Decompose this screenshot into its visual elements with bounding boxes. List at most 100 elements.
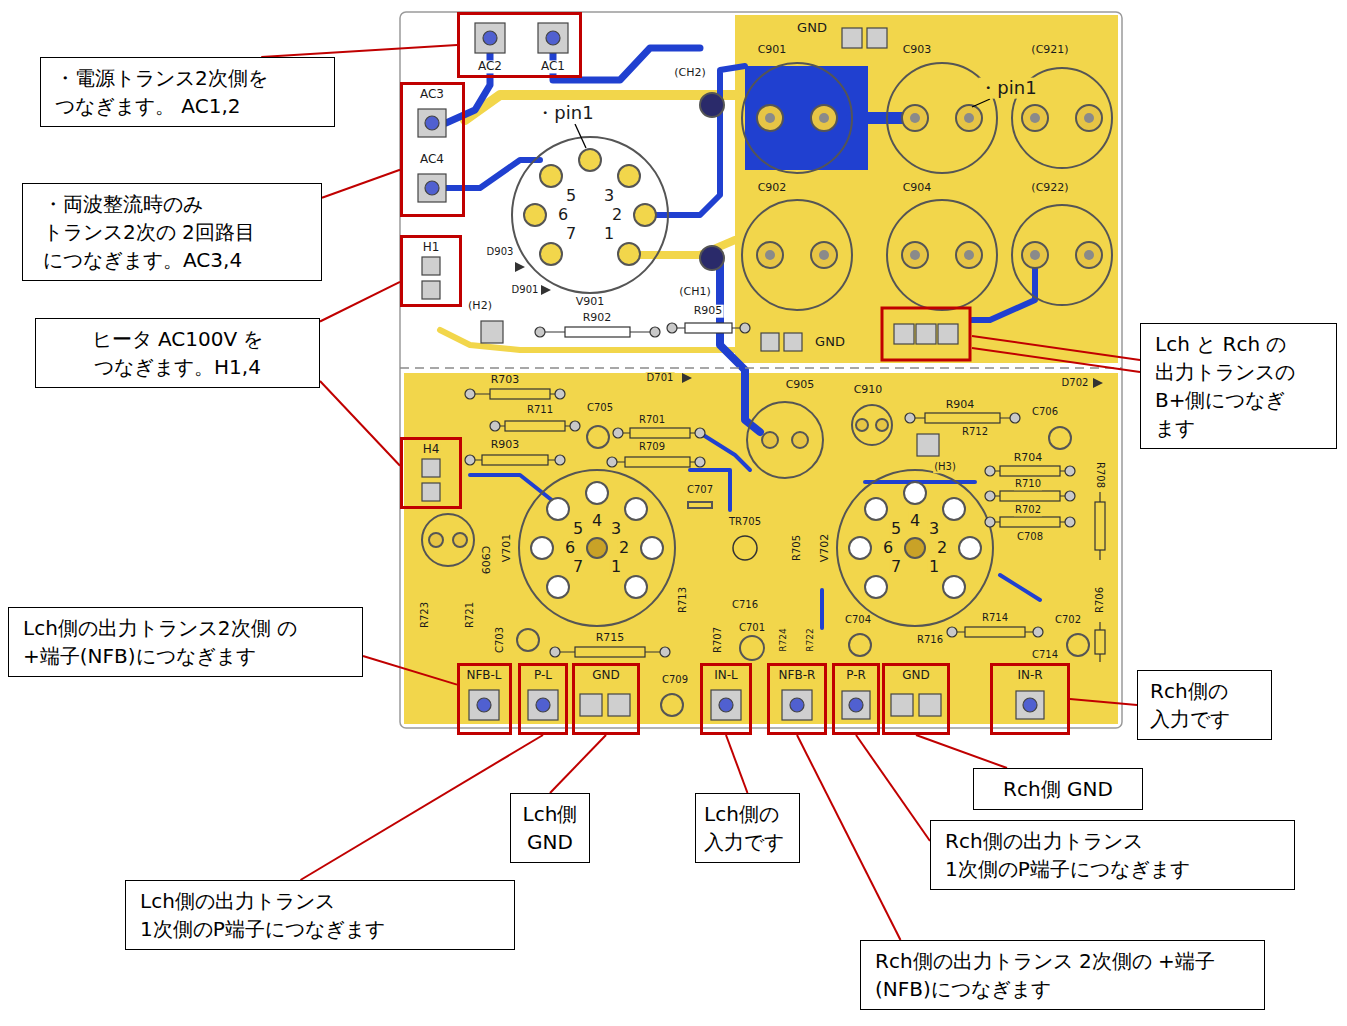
tube-socket	[959, 537, 981, 559]
terminal-pad	[711, 690, 741, 720]
capacitor-symbol	[587, 426, 609, 448]
leader-line	[1070, 699, 1137, 705]
leader-line	[301, 735, 544, 880]
resistor-symbol	[660, 647, 670, 657]
terminal-outline: GND	[572, 663, 640, 735]
resistor-symbol	[1000, 466, 1060, 476]
silkscreen-label: 5	[890, 520, 902, 538]
silkscreen-label: (CH1)	[678, 286, 712, 299]
terminal-pad	[608, 694, 630, 716]
callout-box: Rch側 GND	[973, 768, 1143, 810]
terminal-pad	[422, 257, 440, 275]
terminal-pad	[790, 698, 804, 712]
diode-symbol	[515, 262, 1103, 388]
tube-socket	[625, 576, 647, 598]
terminal-pad	[422, 281, 440, 299]
capacitor-symbol	[811, 242, 837, 268]
resistor-symbol	[465, 455, 475, 465]
silkscreen-label: R711	[526, 404, 554, 416]
silkscreen-label: ・pin1	[535, 103, 594, 124]
capacitor-symbol	[852, 405, 892, 445]
capacitor-symbol	[849, 634, 871, 656]
resistor-symbol	[1000, 491, 1060, 501]
capacitor-symbol	[1012, 205, 1112, 305]
terminal-pad	[481, 321, 503, 343]
silkscreen-label: 3	[928, 520, 940, 538]
resistor-symbol	[505, 421, 565, 431]
terminal-pad	[894, 324, 914, 344]
silkscreen-label: R721	[464, 601, 476, 629]
silkscreen-label: C701	[738, 622, 766, 634]
terminal-pad	[1016, 691, 1044, 719]
silkscreen-label: C910	[853, 384, 884, 397]
terminal-pad	[418, 109, 446, 137]
callout-box: ・電源トランス2次側を つなぎます。 AC1,2	[40, 57, 335, 127]
terminal-outline: IN-R	[990, 663, 1070, 735]
silkscreen-label: 2	[611, 206, 623, 224]
leader-line	[797, 735, 901, 940]
diode-symbol	[1093, 378, 1103, 388]
silkscreen-label: D701	[646, 372, 675, 384]
resistor-symbol	[1000, 517, 1060, 527]
silkscreen-label: C704	[844, 614, 872, 626]
terminal-label: NFB-L	[465, 669, 502, 682]
silkscreen-label: (C921)	[1030, 44, 1069, 57]
tube-socket	[512, 137, 668, 293]
terminal-pad	[469, 690, 499, 720]
capacitor-symbol	[517, 629, 539, 651]
terminal-pad	[867, 28, 887, 48]
callout-box: ヒータ AC100V を つなぎます。H1,4	[35, 318, 320, 388]
tube-socket	[641, 537, 663, 559]
resistor-symbol	[905, 413, 915, 423]
leader-line	[261, 45, 457, 57]
callout-box: Lch側の 入力です	[695, 793, 800, 863]
callout-text: Lch側 GND	[517, 800, 583, 856]
silkscreen-label: C901	[757, 44, 788, 57]
tube-socket	[540, 243, 562, 265]
tube-socket	[547, 576, 569, 598]
silkscreen-label: 1	[928, 558, 940, 576]
resistor-symbol	[985, 466, 995, 476]
resistor-symbol	[482, 455, 548, 465]
tube-socket	[547, 498, 569, 520]
terminal-pad	[475, 23, 505, 53]
silkscreen-label: R704	[1013, 452, 1044, 465]
terminal-label: GND	[901, 669, 931, 682]
resistor-symbol	[550, 647, 560, 657]
terminal-outline: NFB-L	[457, 663, 512, 735]
silkscreen-label: R713	[677, 586, 689, 614]
callout-text: Rch側の出力トランス 1次側のP端子につなぎます	[945, 827, 1280, 883]
resistor-symbol	[555, 455, 565, 465]
capacitor-symbol	[1084, 250, 1094, 260]
silkscreen-label: R902	[582, 312, 613, 325]
silkscreen-label: 3	[603, 187, 615, 205]
tube-socket	[512, 137, 993, 626]
terminal-outline: NFB-R	[767, 663, 827, 735]
capacitor-symbol	[910, 113, 920, 123]
silkscreen-label: R712	[961, 426, 989, 438]
resistor-symbol	[570, 421, 580, 431]
resistor-symbol	[965, 627, 1025, 637]
callout-box: Lch側 GND	[510, 793, 590, 863]
resistor-symbol	[1065, 466, 1075, 476]
capacitor-symbol	[819, 250, 829, 260]
silkscreen-label: C707	[686, 484, 714, 496]
silkscreen-label: 5	[572, 520, 584, 538]
terminal-pad	[916, 324, 936, 344]
callout-text: Rch側の出力トランス 2次側の +端子(NFB)につなぎます	[875, 947, 1250, 1003]
copper-trace	[440, 48, 1040, 628]
callout-text: Rch側 GND	[988, 775, 1128, 803]
silkscreen-label: C702	[1054, 614, 1082, 626]
terminal-pad	[528, 690, 558, 720]
terminal-pad	[580, 694, 602, 716]
highlight-box	[882, 308, 970, 360]
terminal-pad	[761, 333, 779, 351]
silkscreen-label: (H2)	[467, 300, 493, 313]
terminal-outline: P-R	[832, 663, 880, 735]
resistor-symbol	[1095, 502, 1105, 550]
resistor-symbol	[625, 457, 690, 467]
terminal-pad	[477, 698, 491, 712]
tube-socket	[519, 470, 675, 626]
terminal-pad	[784, 333, 802, 351]
